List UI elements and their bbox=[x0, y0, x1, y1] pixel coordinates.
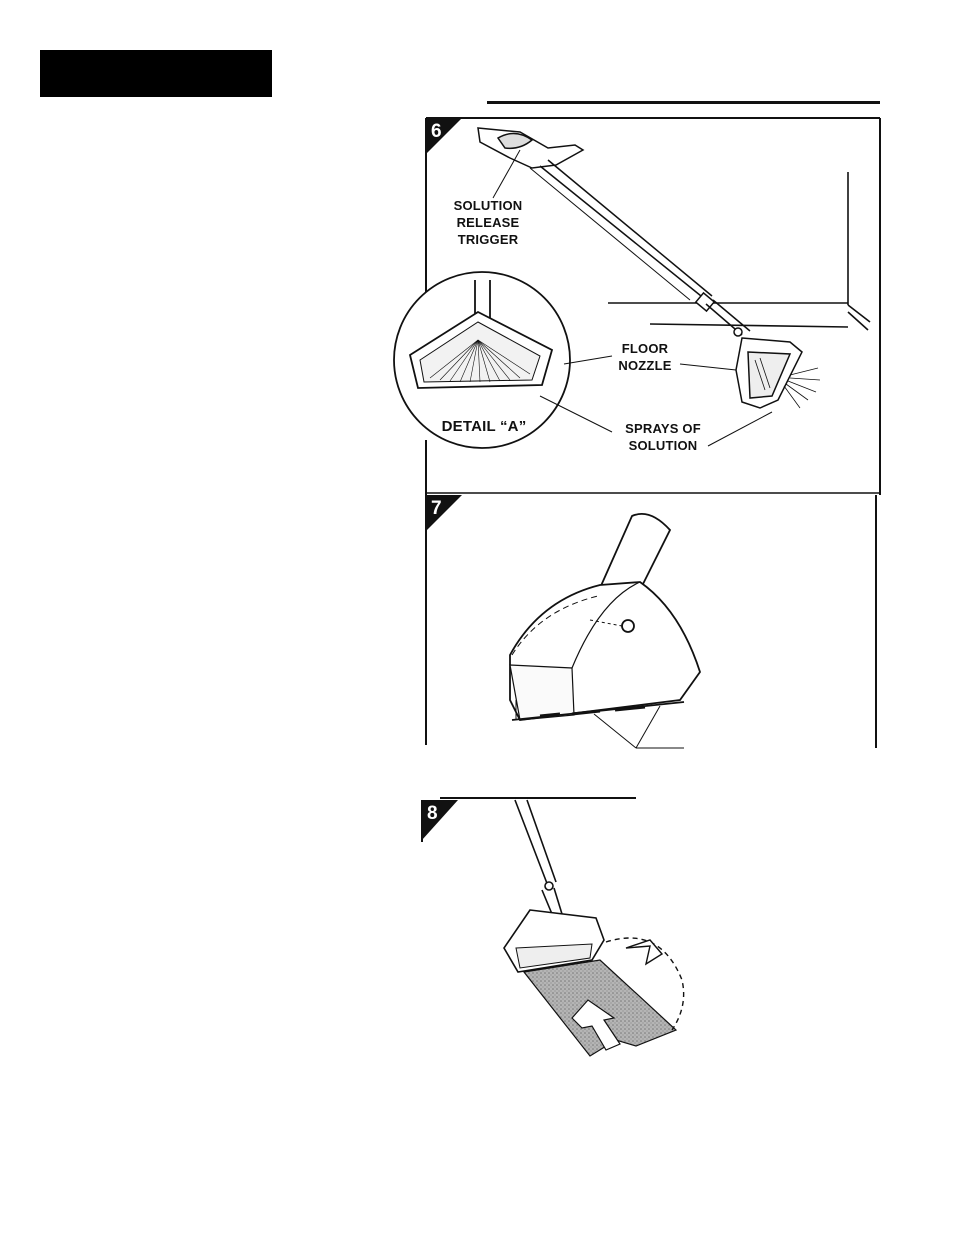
sprays-label-line-2: SOLUTION bbox=[616, 437, 710, 454]
detail-a-label: DETAIL “A” bbox=[432, 418, 536, 435]
room-lines bbox=[608, 172, 870, 330]
cleaned-carpet-path bbox=[524, 960, 676, 1056]
trigger-label-line-1: SOLUTION bbox=[446, 197, 530, 214]
sprays-label-line-1: SPRAYS OF bbox=[616, 420, 710, 437]
step-7-badge: 7 bbox=[426, 495, 462, 531]
trigger-label-line-3: TRIGGER bbox=[446, 231, 530, 248]
trigger-label-line-2: RELEASE bbox=[446, 214, 530, 231]
step-6-badge: 6 bbox=[426, 118, 462, 154]
nozzle-closeup-illustration bbox=[510, 514, 700, 720]
solution-release-trigger-label: SOLUTION RELEASE TRIGGER bbox=[446, 197, 530, 248]
floor-nozzle-label: FLOOR NOZZLE bbox=[608, 340, 682, 374]
nozzle-label-line-2: NOZZLE bbox=[608, 357, 682, 374]
wand-panel-8-illustration bbox=[504, 800, 604, 972]
step-8-badge: 8 bbox=[422, 800, 458, 836]
sprays-of-solution-label: SPRAYS OF SOLUTION bbox=[616, 420, 710, 454]
leader-lines-panel-7 bbox=[594, 706, 684, 748]
nozzle-label-line-1: FLOOR bbox=[608, 340, 682, 357]
